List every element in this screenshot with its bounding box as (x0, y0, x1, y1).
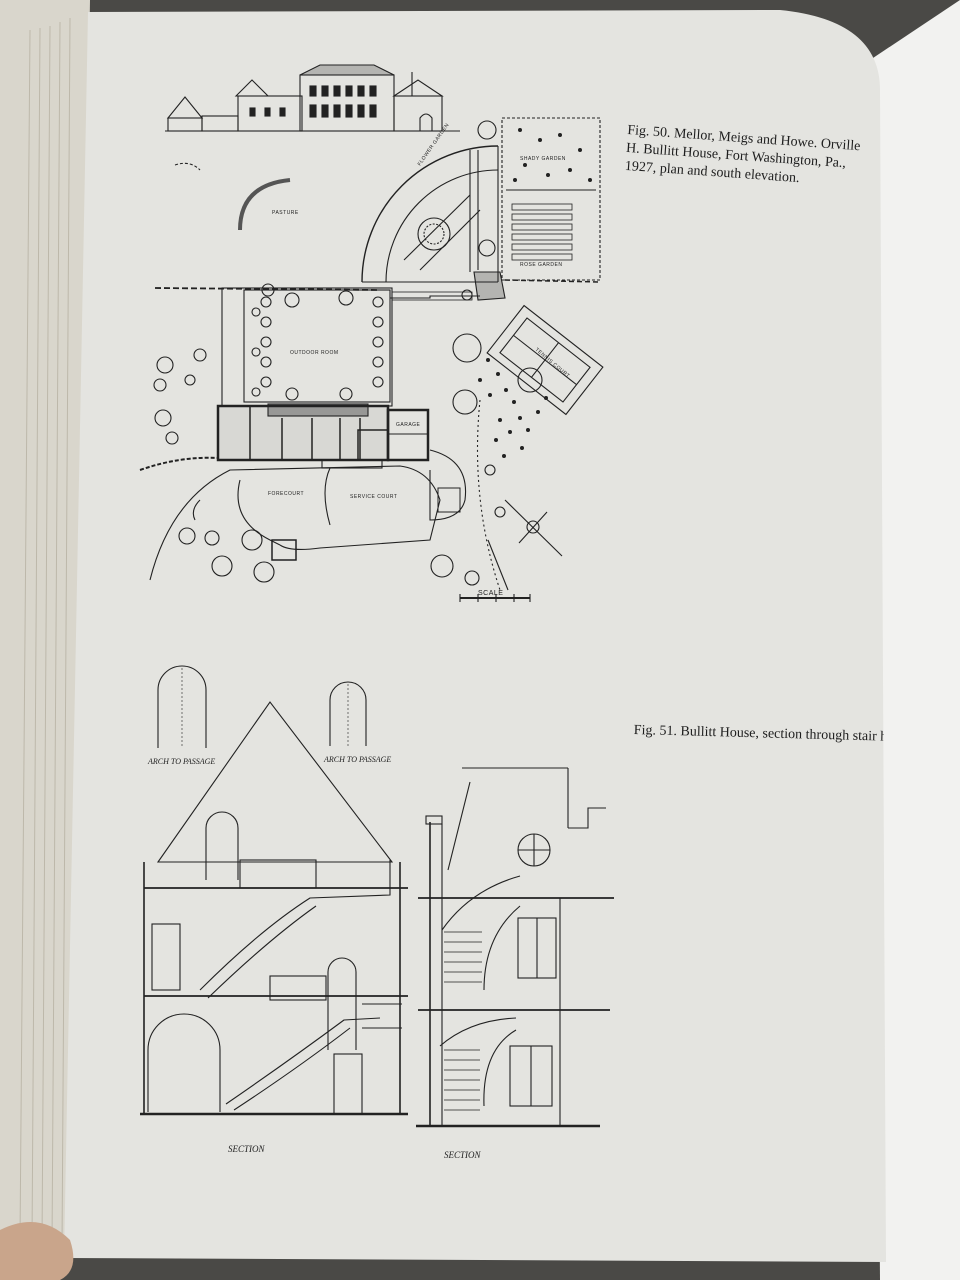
fig50-label: Fig. 50. (626, 122, 672, 141)
book-page (64, 10, 886, 1262)
flower-garden-plan (361, 120, 506, 301)
fig51-caption-text: Bullitt House, section through stair h (680, 724, 884, 745)
shady-rose-gardens (501, 117, 601, 281)
section-right (416, 767, 614, 1128)
shrub-dots (478, 358, 548, 458)
label-section-left: SECTION (228, 1144, 266, 1154)
north-arrow (504, 499, 563, 557)
scale-bar (459, 594, 531, 602)
fig51-label: Fig. 51. (633, 722, 678, 740)
tree-symbols (153, 283, 543, 586)
label-shady-garden: SHADY GARDEN (520, 156, 566, 162)
label-garage: GARAGE (396, 422, 421, 428)
fig51-labels: ARCH TO PASSAGE ARCH TO PASSAGE SECTION … (147, 755, 482, 1160)
label-arch-passage-1: ARCH TO PASSAGE (147, 757, 215, 766)
label-rose-garden: ROSE GARDEN (520, 262, 562, 268)
forecourt-plan (139, 399, 509, 591)
south-elevation (165, 64, 460, 132)
label-service-court: SERVICE COURT (350, 494, 397, 500)
label-forecourt: FORECOURT (268, 491, 304, 497)
thumb (0, 1222, 74, 1280)
label-pasture: PASTURE (272, 210, 299, 216)
label-arch-passage-2: ARCH TO PASSAGE (323, 755, 391, 764)
fig50-drawing (139, 64, 604, 602)
label-section-right: SECTION (444, 1150, 482, 1160)
fig51-drawing (140, 665, 614, 1128)
tennis-court-plan (486, 304, 604, 416)
arch-details (157, 665, 367, 748)
label-outdoor-room: OUTDOOR ROOM (290, 350, 339, 356)
house-plan (216, 403, 430, 469)
right-page-edge (870, 0, 960, 1280)
label-scale: SCALE (478, 590, 503, 597)
section-left (140, 701, 408, 1116)
